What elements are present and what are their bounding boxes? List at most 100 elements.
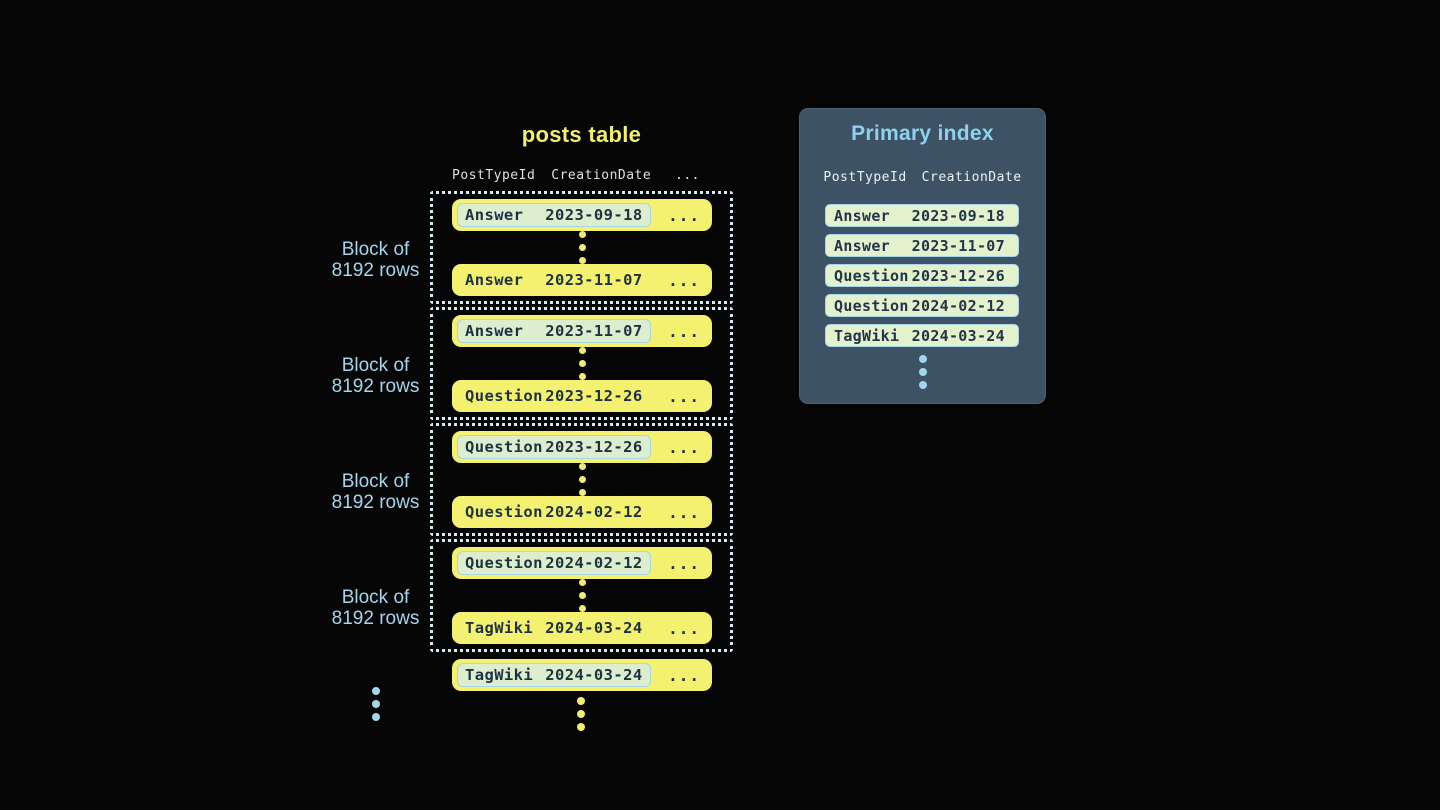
more-index-entries-dots-icon xyxy=(800,355,1045,389)
row-ellipsis: ... xyxy=(668,321,700,341)
index-row: Answer 2023-09-18 xyxy=(825,204,1019,227)
cell-creationdate: 2023-11-07 xyxy=(545,271,643,289)
cell-posttypeid: Question xyxy=(465,503,543,521)
row-highlight: Answer 2023-11-07 xyxy=(457,319,651,343)
row-cell: Answer 2023-11-07 xyxy=(457,268,651,292)
dot-icon xyxy=(578,257,586,264)
row-cell: TagWiki 2024-03-24 xyxy=(457,616,651,640)
block-label: Block of 8192 rows xyxy=(300,355,451,397)
dot-icon xyxy=(578,489,586,496)
column-header-ellipsis: ... xyxy=(675,167,700,183)
vertical-dots-icon xyxy=(578,579,586,612)
dot-icon xyxy=(918,381,927,389)
cell-posttypeid: Answer xyxy=(465,206,524,224)
table-row-first: Answer 2023-11-07 ... xyxy=(452,315,712,347)
dot-icon xyxy=(578,347,586,354)
cell-creationdate: 2024-03-24 xyxy=(545,619,643,637)
dot-icon xyxy=(372,700,380,708)
primary-index-column-headers: PostTypeId CreationDate xyxy=(800,170,1045,185)
cell-posttypeid: Answer xyxy=(834,206,890,225)
vertical-dots-icon xyxy=(578,347,586,380)
next-block-first-row: TagWiki 2024-03-24 ... xyxy=(452,659,712,691)
block-label: Block of 8192 rows xyxy=(300,239,451,281)
dot-icon xyxy=(918,355,927,363)
column-header-posttypeid: PostTypeId xyxy=(452,167,536,183)
cell-creationdate: 2024-03-24 xyxy=(911,326,1005,345)
column-header-creationdate: CreationDate xyxy=(921,170,1022,185)
table-row-last: TagWiki 2024-03-24 ... xyxy=(452,612,712,644)
block-label-line1: Block of xyxy=(341,239,410,260)
more-blocks-dots-icon xyxy=(372,687,380,721)
cell-posttypeid: Answer xyxy=(834,236,890,255)
row-ellipsis: ... xyxy=(668,665,700,685)
block-label-line1: Block of xyxy=(341,587,410,608)
dot-icon xyxy=(578,373,586,380)
dot-icon xyxy=(578,463,586,470)
row-ellipsis: ... xyxy=(668,386,700,406)
row-ellipsis: ... xyxy=(668,502,700,522)
row-highlight: TagWiki 2024-03-24 xyxy=(457,663,651,687)
block-label-line2: 8192 rows xyxy=(331,376,420,397)
row-ellipsis: ... xyxy=(668,437,700,457)
dot-icon xyxy=(578,244,586,251)
column-header-posttypeid: PostTypeId xyxy=(823,170,907,185)
cell-creationdate: 2023-11-07 xyxy=(911,236,1005,255)
posts-table-blocks: Answer 2023-09-18 ... Answer 2023-11-07 ..… xyxy=(430,191,733,655)
cell-posttypeid: Question xyxy=(834,296,909,315)
cell-posttypeid: Question xyxy=(465,554,543,572)
cell-creationdate: 2023-09-18 xyxy=(545,206,643,224)
cell-posttypeid: TagWiki xyxy=(834,326,900,345)
dot-icon xyxy=(918,368,927,376)
cell-creationdate: 2024-03-24 xyxy=(545,666,643,684)
dot-icon xyxy=(578,360,586,367)
cell-creationdate: 2023-12-26 xyxy=(545,438,643,456)
index-row: Answer 2023-11-07 xyxy=(825,234,1019,257)
row-ellipsis: ... xyxy=(668,553,700,573)
cell-posttypeid: Question xyxy=(465,438,543,456)
cell-posttypeid: Question xyxy=(465,387,543,405)
row-ellipsis: ... xyxy=(668,618,700,638)
dot-icon xyxy=(577,697,585,705)
dot-icon xyxy=(578,579,586,586)
posts-table-column-headers: PostTypeId CreationDate ... xyxy=(452,165,712,185)
cell-posttypeid: Answer xyxy=(465,271,524,289)
cell-posttypeid: TagWiki xyxy=(465,666,534,684)
vertical-dots-icon xyxy=(578,463,586,496)
block-label-line1: Block of xyxy=(341,471,410,492)
block-label-line2: 8192 rows xyxy=(331,608,420,629)
dot-icon xyxy=(372,713,380,721)
cell-creationdate: 2024-02-12 xyxy=(911,296,1005,315)
row-highlight: Answer 2023-09-18 xyxy=(457,203,651,227)
posts-table-title: posts table xyxy=(521,122,642,147)
cell-posttypeid: Answer xyxy=(465,322,524,340)
dot-icon xyxy=(578,592,586,599)
primary-index-title: Primary index xyxy=(851,122,994,145)
cell-posttypeid: TagWiki xyxy=(465,619,534,637)
index-row: TagWiki 2024-03-24 xyxy=(825,324,1019,347)
cell-creationdate: 2023-09-18 xyxy=(911,206,1005,225)
cell-creationdate: 2023-12-26 xyxy=(911,266,1005,285)
cell-creationdate: 2023-11-07 xyxy=(545,322,643,340)
row-ellipsis: ... xyxy=(668,205,700,225)
primary-index-panel: Primary index PostTypeId CreationDate An… xyxy=(799,108,1046,404)
cell-creationdate: 2023-12-26 xyxy=(545,387,643,405)
cell-posttypeid: Question xyxy=(834,266,909,285)
vertical-dots-icon xyxy=(578,231,586,264)
dot-icon xyxy=(372,687,380,695)
dot-icon xyxy=(577,723,585,731)
block-label: Block of 8192 rows xyxy=(300,587,451,629)
dot-icon xyxy=(578,231,586,238)
